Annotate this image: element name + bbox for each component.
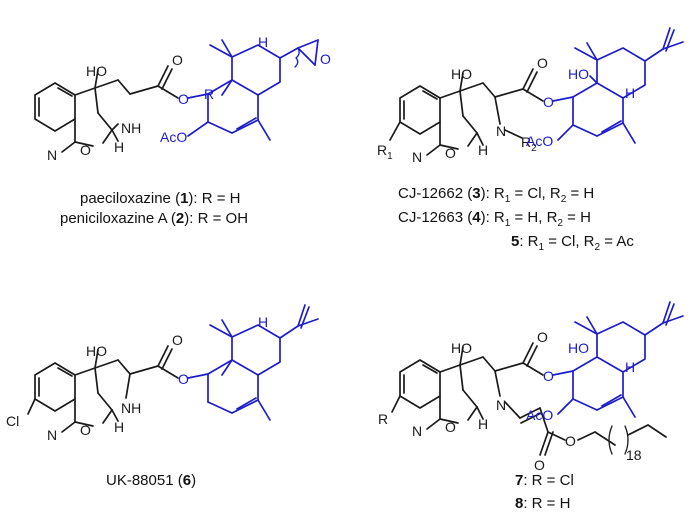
structure-cj-12662: HO N H R2 R1 N O O O HO H AcO	[377, 27, 684, 165]
caption-compound-4: CJ-12663 (4): R1 = H, R2 = H	[398, 209, 591, 229]
atom-h: H	[478, 416, 488, 432]
atom-carbonyl-o: O	[172, 332, 183, 348]
atom-ho: HO	[451, 66, 472, 82]
atom-carbonyl-o: O	[537, 329, 548, 345]
caption-compound-6: UK-88051 (6)	[106, 472, 196, 489]
atom-ester-o: O	[543, 368, 554, 384]
atom-o: O	[445, 419, 456, 435]
atom-cl: Cl	[6, 413, 19, 429]
atom-ho: HO	[451, 340, 472, 356]
atom-carbonyl-o: O	[537, 55, 548, 71]
atom-r2: R2	[521, 134, 537, 154]
atom-ester-carbonyl-o: O	[534, 457, 545, 473]
structure-uk-88051: HO NH H N O Cl O O H	[6, 304, 319, 443]
atom-aco: AcO	[160, 129, 187, 145]
atom-aco: AcO	[526, 407, 553, 423]
atom-h: H	[625, 359, 635, 375]
atom-aco: AcO	[526, 133, 553, 149]
atom-o: O	[445, 145, 456, 161]
caption-compound-7: 7: R = Cl	[515, 472, 574, 489]
atom-n: N	[496, 123, 506, 139]
atom-nh: NH	[121, 120, 141, 136]
atom-ho: HO	[86, 63, 107, 79]
atom-ho-blue: HO	[568, 340, 589, 356]
atom-nh: NH	[121, 400, 141, 416]
atom-r: R	[378, 411, 388, 427]
atom-ester-o: O	[178, 91, 189, 107]
atom-n-methyl: N	[47, 427, 57, 443]
caption-compound-5: 5: R1 = Cl, R2 = Ac	[511, 233, 634, 253]
atom-o: O	[80, 142, 91, 158]
atom-ester-o: O	[178, 371, 189, 387]
atom-h: H	[114, 139, 124, 155]
atom-h: H	[114, 419, 124, 435]
atom-o: O	[80, 422, 91, 438]
atom-ester-o: O	[543, 94, 554, 110]
structure-paeciloxazine: HO NH H N O O O R H AcO O	[34, 34, 331, 163]
atom-h: H	[478, 142, 488, 158]
atom-carbonyl-o: O	[172, 52, 183, 68]
atom-h: H	[258, 314, 268, 330]
atom-ho: HO	[86, 343, 107, 359]
caption-compound-3: CJ-12662 (3): R1 = Cl, R2 = H	[398, 185, 594, 205]
atom-n-methyl: N	[412, 149, 422, 165]
atom-h: H	[258, 34, 268, 50]
caption-compound-8: 8: R = H	[515, 495, 570, 512]
atom-h: H	[625, 85, 635, 101]
caption-compound-2: peniciloxazine A (2): R = OH	[60, 210, 248, 227]
atom-n: N	[496, 397, 506, 413]
atom-r1: R1	[377, 142, 393, 162]
structure-compound-7-8: HO N H R N O O O O 18 O HO H AcO	[378, 301, 684, 473]
atom-n-methyl: N	[47, 147, 57, 163]
atom-ho-blue: HO	[568, 66, 589, 82]
atom-epoxide-o: O	[320, 51, 331, 67]
atom-ester-o2: O	[565, 433, 576, 449]
atom-n-methyl: N	[412, 423, 422, 439]
atom-r: R	[204, 86, 214, 102]
caption-compound-1: paeciloxazine (1): R = H	[80, 190, 241, 207]
chain-subscript-18: 18	[626, 447, 642, 463]
